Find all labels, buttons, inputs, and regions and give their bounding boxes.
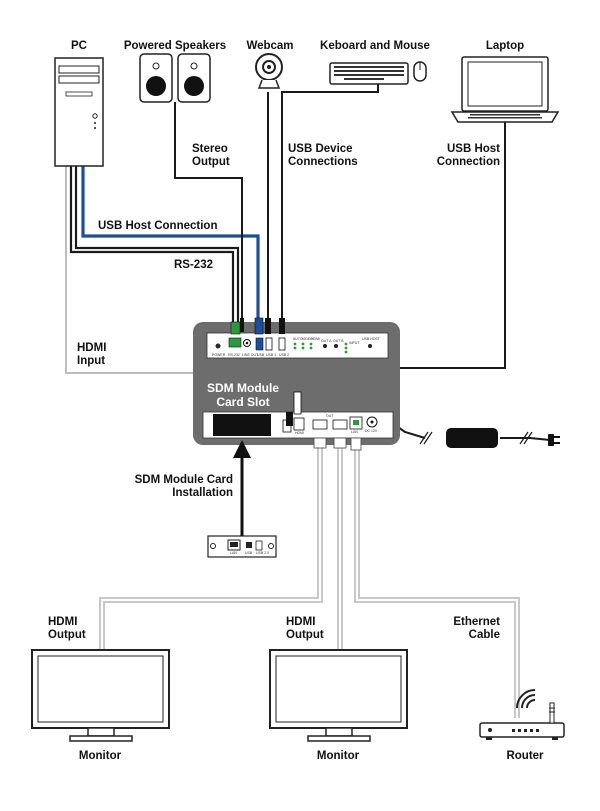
top-plugs [230,317,285,335]
panel-usb2-label: USB 2 [279,353,290,357]
pc-label: PC [71,40,87,52]
panel-outb-label: OUT B [333,339,344,343]
card-usb-label: USB [245,551,253,555]
ethernet-cable [354,445,520,718]
hdmi-output-2-label: HDMI Output [286,616,324,642]
panel-dc-label: DC 12V [365,429,378,433]
ethernet-cable-label: Ethernet Cable [440,616,500,642]
router [479,702,565,740]
webcam-label: Webcam [246,40,294,52]
monitor-2-label: Monitor [316,750,360,762]
stereo-output-label: Stereo Output [192,143,230,169]
panel-input-label: INPUT [349,341,360,345]
wall-plug [548,434,560,446]
cable-break-marks [419,431,533,445]
sdm-slot-line-2: Card Slot [216,395,270,409]
webcam [255,53,283,89]
hdmi-output-cables [99,445,343,650]
hdmi-input-line-2: Input [77,355,106,367]
usb-device-line-1: USB Device [288,143,353,155]
hdmi-input-connector [293,391,302,415]
stereo-output-line-2: Output [192,156,230,168]
panel-usbhost-label: USB HOST [362,337,380,341]
usb-device-line-2: Connections [288,156,358,168]
card-usb-host-label: USB 2.0 [256,551,270,555]
usb-host-pc-label: USB Host Connection [98,220,218,232]
sdm-installation-label: SDM Module Card Installation [118,474,233,500]
keyboard-usb-cable [281,84,379,328]
sdm-slot-line-1: SDM Module [207,381,279,395]
pc-tower [54,57,104,167]
monitor-left [31,649,170,742]
panel-hdmi-label: HDMI [311,337,320,341]
laptop [450,56,560,123]
sdm-install-line-1: SDM Module Card [134,474,233,486]
usb-device-connections-label: USB Device Connections [288,143,358,169]
hdmi-input-label: HDMI Input [77,342,106,368]
usb-host-laptop-label: USB Host Connection [420,143,500,169]
usb-host-laptop-line-2: Connection [436,156,500,168]
panel-video-label: VIDEO [302,337,313,341]
sdm-install-line-2: Installation [172,487,233,499]
usb-host-laptop-line-1: USB Host [446,143,500,155]
laptop-label: Laptop [485,40,525,52]
ethernet-line-2: Cable [468,629,500,641]
powered-speakers [139,53,211,103]
panel-rs232-label: RS-232 [228,353,240,357]
panel-auto-label: AUTO [293,337,303,341]
wifi-signal-icon [516,689,536,709]
router-label: Router [506,750,544,762]
usb-host-cable-pc [81,166,260,325]
bottom-plugs [313,437,362,451]
panel-usb-label: USB [257,353,265,357]
usb-host-connector [286,412,293,426]
monitor-right [269,649,408,742]
hdmi-output-2-line-1: HDMI [286,616,316,628]
keyboard-and-mouse [329,61,427,85]
power-adapter [446,428,498,448]
monitor-1-label: Monitor [78,750,122,762]
ethernet-line-1: Ethernet [453,616,500,628]
panel-lineout-label: LINE OUT [242,353,259,357]
hdmi-output-1-line-2: Output [48,629,86,641]
rs232-cable [69,166,240,325]
sdm-card-slot-label: SDM Module Card Slot [198,381,288,409]
panel-hdmi-in-label: HDMI [295,431,304,435]
hdmi-output-2-line-2: Output [286,629,324,641]
speakers-label: Powered Speakers [123,40,227,52]
hdmi-output-1-line-1: HDMI [48,616,78,628]
panel-outa-label: OUT A [321,339,332,343]
panel-power-label: POWER [212,353,226,357]
card-lan-label: LAN [230,551,237,555]
panel-usb1-label: USB 1 [266,353,277,357]
stereo-output-line-1: Stereo [192,143,228,155]
sdm-main-unit [193,322,400,445]
keyboard-mouse-label: Keboard and Mouse [320,40,430,52]
rs232-label: RS-232 [174,259,213,271]
stereo-output-cable [174,102,243,328]
hdmi-input-line-1: HDMI [77,342,107,354]
panel-lan-label: LAN [351,430,358,434]
hdmi-output-1-label: HDMI Output [48,616,86,642]
installation-arrow [233,440,251,536]
panel-out-label: OUT [326,414,334,418]
